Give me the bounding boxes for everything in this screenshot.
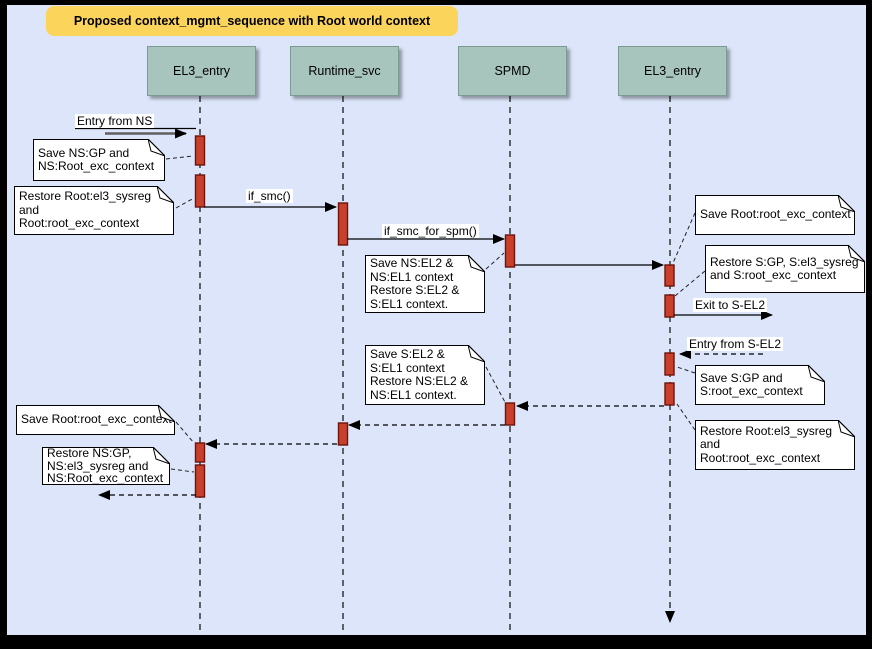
note-fold-icon (467, 253, 486, 273)
activation-bar (194, 464, 206, 498)
return-arrows (98, 349, 763, 500)
note-connector (672, 212, 696, 264)
note-fold-icon (152, 445, 171, 465)
frame-border-bottom (0, 635, 872, 649)
note-save-ns-el2-restore-s: Save NS:EL2 & NS:EL1 context Restore S:E… (365, 253, 486, 313)
note-fold-icon (807, 363, 826, 383)
note-text: Save S:EL2 & S:EL1 context Restore NS:EL… (370, 347, 469, 402)
frame-border-top (0, 0, 872, 5)
note-text: Restore Root:el3_sysreg and Root:root_ex… (19, 189, 152, 231)
note-connector (485, 366, 507, 405)
frame-border-right (866, 0, 872, 649)
note-connectors (165, 155, 706, 473)
activation-bar (664, 294, 675, 318)
note-text: Save Root:root_exc_context (700, 207, 851, 222)
lifeline-header-runtime-svc: Runtime_svc (290, 46, 399, 96)
lifeline-label: SPMD (494, 64, 531, 78)
lifeline-label: EL3_entry (644, 64, 701, 78)
activation-bar (337, 422, 349, 446)
note-text: Restore NS:GP, NS:el3_sysreg and NS:Root… (47, 446, 164, 486)
note-restore-ns-gp: Restore NS:GP, NS:el3_sysreg and NS:Root… (42, 445, 171, 486)
note-text: Save S:GP and S:root_exc_context (700, 370, 803, 398)
activation-bar (664, 382, 675, 406)
note-fold-icon (837, 193, 856, 213)
note-restore-root-el3-sysreg-1: Restore Root:el3_sysreg and Root:root_ex… (14, 184, 175, 235)
lifeline-label: Runtime_svc (308, 64, 381, 78)
note-fold-icon (467, 343, 486, 363)
note-connector (485, 252, 505, 270)
note-fold-icon (147, 137, 166, 157)
activation-bars (194, 135, 675, 498)
message-label-if-smc-for-spm: if_smc_for_spm() (382, 224, 479, 238)
message-label-entry-from-sel2: Entry from S-EL2 (687, 337, 784, 351)
note-restore-s-gp: Restore S:GP, S:el3_sysreg and S:root_ex… (705, 243, 866, 293)
activation-bar (664, 264, 675, 287)
diagram-title: Proposed context_mgmt_sequence with Root… (46, 6, 458, 36)
note-text: Save NS:GP and NS:Root_exc_context (38, 145, 155, 173)
note-save-root-exc-left: Save Root:root_exc_context (16, 403, 176, 435)
note-connector (175, 197, 195, 209)
activation-bar (337, 202, 349, 246)
note-text: Restore Root:el3_sysreg and Root:root_ex… (700, 423, 833, 465)
note-fold-icon (157, 403, 176, 423)
lifeline-header-spmd: SPMD (458, 46, 567, 96)
message-label-if-smc: if_smc() (246, 189, 293, 203)
note-fold-icon (847, 243, 866, 263)
lifeline-header-el3-entry-right: EL3_entry (618, 46, 727, 96)
note-save-s-gp: Save S:GP and S:root_exc_context (695, 363, 826, 405)
note-text: Restore S:GP, S:el3_sysreg and S:root_ex… (710, 254, 859, 282)
note-save-ns-gp: Save NS:GP and NS:Root_exc_context (33, 137, 166, 181)
frame-border-left (0, 0, 7, 649)
note-connector (175, 421, 195, 444)
call-arrows (75, 127, 773, 320)
note-connector (170, 468, 195, 473)
note-text: Save Root:root_exc_context (21, 412, 172, 427)
activation-bar (504, 234, 516, 268)
note-text: Save NS:EL2 & NS:EL1 context Restore S:E… (370, 256, 460, 311)
note-connector (676, 366, 696, 374)
activation-bar (194, 174, 206, 208)
note-fold-icon (837, 418, 856, 438)
note-connector (165, 155, 194, 160)
note-fold-icon (156, 184, 175, 204)
activation-bar (194, 135, 206, 166)
note-save-s-el2-restore-ns: Save S:EL2 & S:EL1 context Restore NS:EL… (365, 343, 486, 405)
message-label-entry-from-ns: Entry from NS (75, 114, 155, 128)
lifeline-label: EL3_entry (173, 64, 230, 78)
message-label-exit-to-sel2: Exit to S-EL2 (693, 298, 768, 312)
note-restore-root-el3-sysreg-2: Restore Root:el3_sysreg and Root:root_ex… (695, 418, 856, 470)
activation-bar (194, 442, 206, 463)
note-connector (674, 270, 706, 297)
note-save-root-exc-right: Save Root:root_exc_context (695, 193, 856, 235)
lifeline-header-el3-entry-left: EL3_entry (147, 46, 256, 96)
activation-bar (664, 352, 675, 376)
note-connector (676, 403, 696, 431)
activation-bar (504, 402, 516, 426)
